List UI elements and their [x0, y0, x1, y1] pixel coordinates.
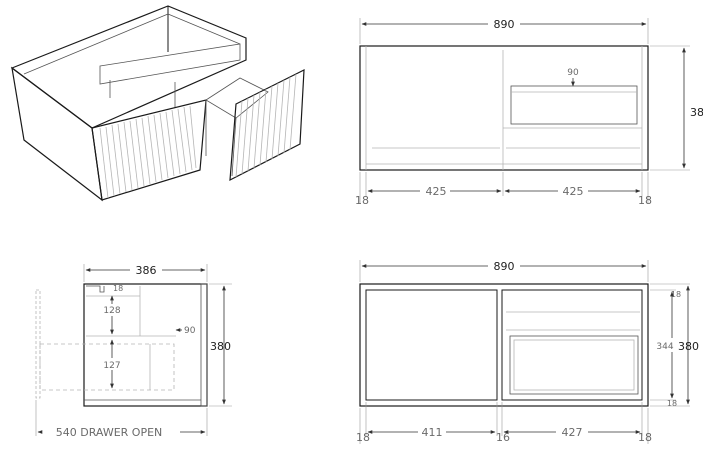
front-right-margin-label: 18 — [638, 194, 652, 207]
plan-right-bay-label: 427 — [562, 426, 583, 439]
side-top-offset-label: 18 — [113, 284, 123, 293]
plan-top-panel-label: 18 — [671, 290, 681, 299]
front-width-label: 890 — [494, 18, 515, 31]
plan-right-panel-label: 18 — [638, 431, 652, 444]
front-view: 890 386 90 425 425 18 18 — [355, 18, 703, 207]
side-drawer-front-label: 90 — [184, 326, 196, 336]
side-height-label: 380 — [210, 340, 231, 353]
side-lower-depth-label: 127 — [103, 361, 120, 371]
plan-drawer — [509, 335, 639, 395]
iso-left-door-flutes — [99, 105, 197, 199]
plan-left-panel-label: 18 — [356, 431, 370, 444]
front-outline — [359, 45, 649, 171]
front-left-bay-label: 425 — [426, 185, 447, 198]
plan-left-bay — [365, 289, 498, 401]
front-left-margin-label: 18 — [355, 194, 369, 207]
side-door-open-outline — [35, 289, 41, 399]
plan-right-bay — [501, 289, 643, 401]
plan-left-bay-label: 411 — [422, 426, 443, 439]
side-drawer-open-label: 540 DRAWER OPEN — [56, 426, 163, 439]
plan-view: 890 18 344 380 18 18 411 16 427 18 — [356, 260, 699, 444]
side-width-label: 386 — [136, 264, 157, 277]
iso-drawer-front — [229, 69, 305, 182]
side-outline — [83, 283, 208, 407]
side-view: 386 18 128 127 90 380 540 DRAWER OPEN — [35, 264, 232, 439]
plan-divider-label: 16 — [496, 431, 510, 444]
front-drawer-height-label: 90 — [567, 68, 579, 78]
plan-inner-height-label: 344 — [656, 342, 673, 352]
iso-shelf — [99, 43, 241, 85]
plan-outline — [359, 283, 649, 407]
iso-top-panel — [10, 5, 247, 129]
iso-left-side — [11, 66, 103, 202]
plan-bottom-panel-label: 18 — [667, 399, 677, 408]
plan-height-label: 380 — [678, 340, 699, 353]
side-drawer-open-outline — [39, 343, 175, 391]
front-right-bay-label: 425 — [563, 185, 584, 198]
front-height-label: 386 — [690, 106, 703, 119]
plan-width-label: 890 — [494, 260, 515, 273]
iso-drawer-box — [205, 77, 269, 119]
iso-drawer-flutes — [235, 73, 297, 178]
iso-left-door — [91, 99, 207, 201]
side-upper-depth-label: 128 — [103, 306, 120, 316]
isometric-cabinet — [10, 5, 305, 202]
